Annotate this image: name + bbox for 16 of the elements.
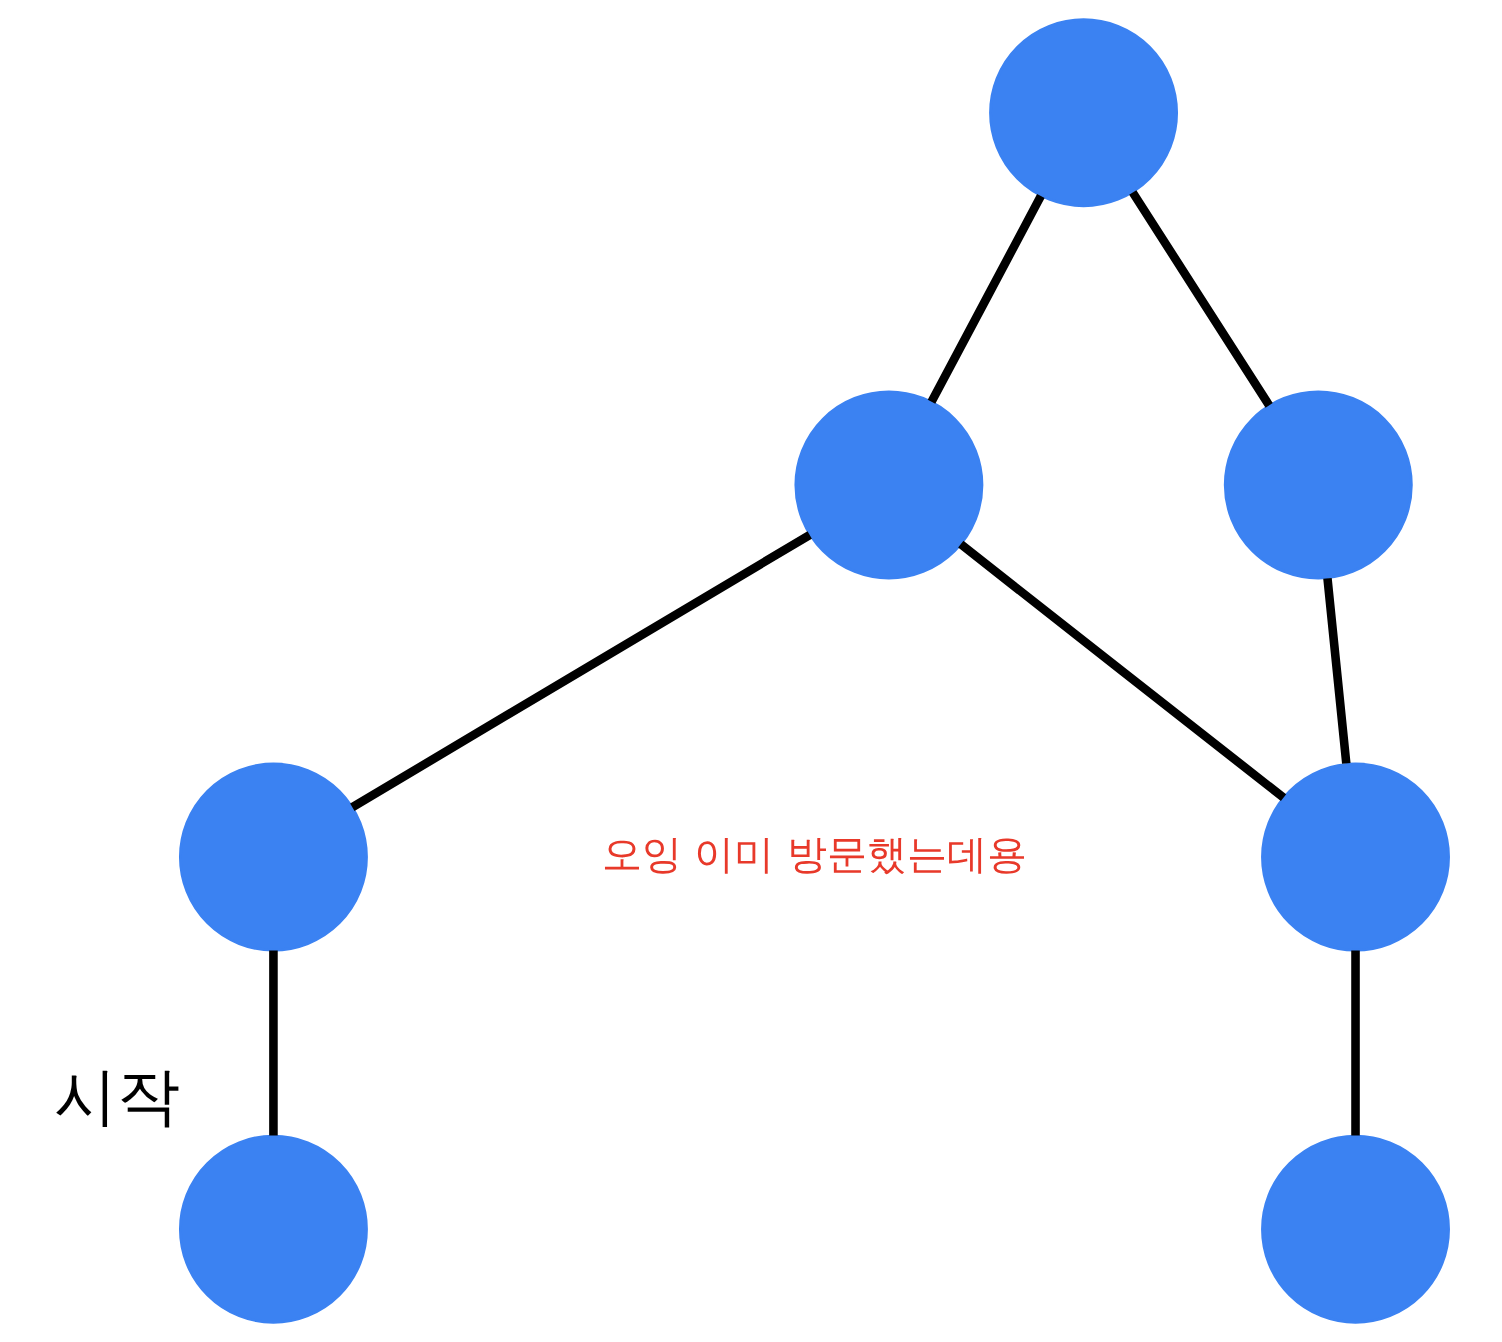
connector bbox=[349, 531, 812, 811]
node-circle bbox=[988, 18, 1178, 208]
node-circle bbox=[1260, 1134, 1450, 1324]
node-circle bbox=[793, 390, 983, 580]
connector bbox=[927, 194, 1045, 404]
connector bbox=[957, 540, 1286, 802]
label: 오잉 이미 방문했는데용 bbox=[601, 830, 1027, 877]
node-circle bbox=[178, 1134, 368, 1324]
connector bbox=[1322, 577, 1351, 764]
connector bbox=[1128, 190, 1273, 408]
node-circle bbox=[1223, 390, 1413, 580]
node-circle bbox=[178, 762, 368, 952]
node-label: 시작 bbox=[53, 1059, 180, 1133]
node-circle bbox=[1260, 762, 1450, 952]
connector bbox=[268, 950, 278, 1136]
connector bbox=[1350, 950, 1360, 1136]
